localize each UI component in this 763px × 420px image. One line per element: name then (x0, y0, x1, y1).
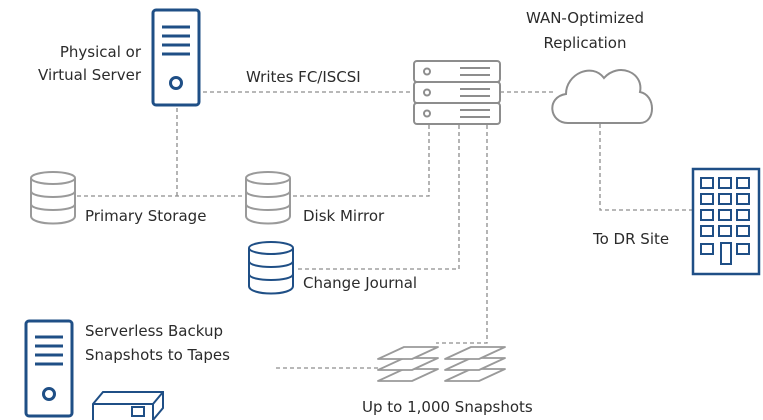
disk-mirror-database-icon (245, 171, 291, 225)
rack-appliance-icon (413, 60, 501, 125)
server-label-line1: Physical or (59, 43, 141, 61)
cloud-to-dr-site-line (599, 124, 693, 211)
backup-label-line2: Snapshots to Tapes (85, 346, 230, 364)
backup-server-tower-icon (24, 319, 74, 418)
primary-storage-label: Primary Storage (85, 207, 207, 225)
cloud-icon (551, 69, 653, 124)
change-journal-database-icon (248, 241, 294, 295)
appliance-to-mirror-line (287, 125, 430, 197)
to-dr-site-label: To DR Site (593, 230, 670, 248)
server-label-line2: Virtual Server (38, 66, 141, 84)
appliance-to-snapshots-line (436, 125, 488, 344)
change-journal-label: Change Journal (303, 274, 418, 292)
writes-fc-iscsi-label: Writes FC/ISCSI (246, 68, 361, 86)
building-icon (691, 167, 761, 276)
wan-label-line2: Replication (543, 34, 627, 52)
wan-label-line1: WAN-Optimized (525, 9, 645, 27)
connector-lines (77, 91, 693, 369)
server-tower-icon (151, 8, 201, 107)
snapshots-label: Up to 1,000 Snapshots (362, 398, 533, 416)
appliance-to-journal-line (297, 125, 460, 270)
primary-storage-database-icon (30, 171, 76, 225)
disk-mirror-label: Disk Mirror (303, 207, 385, 225)
snapshot-stack-icon (377, 346, 506, 382)
backup-label-line1: Serverless Backup (85, 322, 223, 340)
tape-drive-icon (92, 391, 164, 420)
